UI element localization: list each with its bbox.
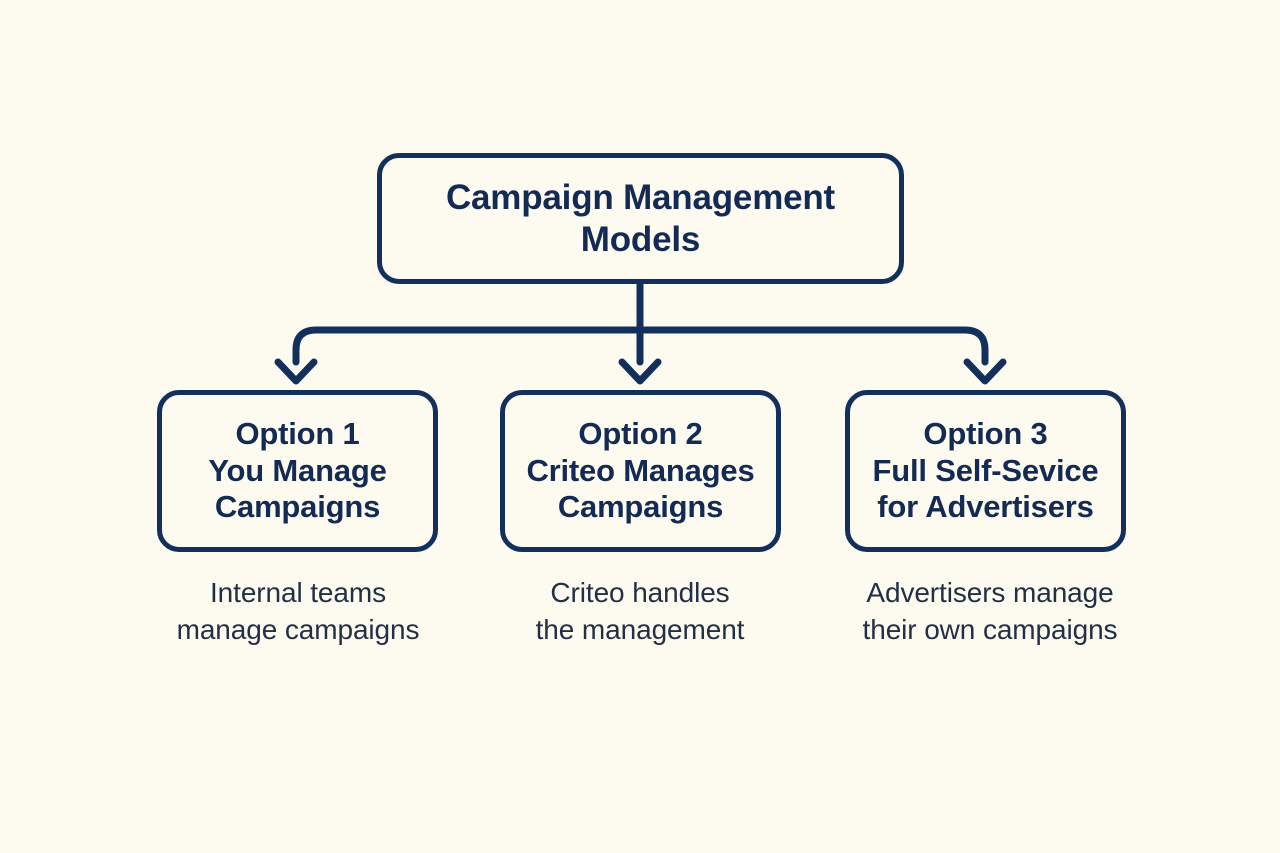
- option-node-1-label: Option 1 You Manage Campaigns: [208, 416, 387, 525]
- arrowhead-option-1: [274, 358, 318, 385]
- option-3-caption: Advertisers manage their own campaigns: [862, 577, 1118, 646]
- option-2-caption: Criteo handles the management: [535, 577, 745, 646]
- root-node-campaign-management-models: Campaign Management Models: [377, 153, 904, 284]
- option-node-3-label: Option 3 Full Self-Sevice for Advertiser…: [872, 416, 1099, 525]
- option-node-2: Option 2 Criteo Manages Campaigns: [500, 390, 781, 552]
- option-1-caption: Internal teams manage campaigns: [176, 577, 420, 646]
- connector-bus-right: [636, 326, 989, 366]
- option-node-3: Option 3 Full Self-Sevice for Advertiser…: [845, 390, 1126, 552]
- connector-bus-left: [292, 326, 644, 366]
- root-node-label: Campaign Management Models: [445, 178, 836, 259]
- arrowhead-option-2: [618, 358, 662, 385]
- option-node-1: Option 1 You Manage Campaigns: [157, 390, 438, 552]
- arrowhead-option-3: [963, 358, 1007, 385]
- option-node-2-label: Option 2 Criteo Manages Campaigns: [526, 416, 755, 525]
